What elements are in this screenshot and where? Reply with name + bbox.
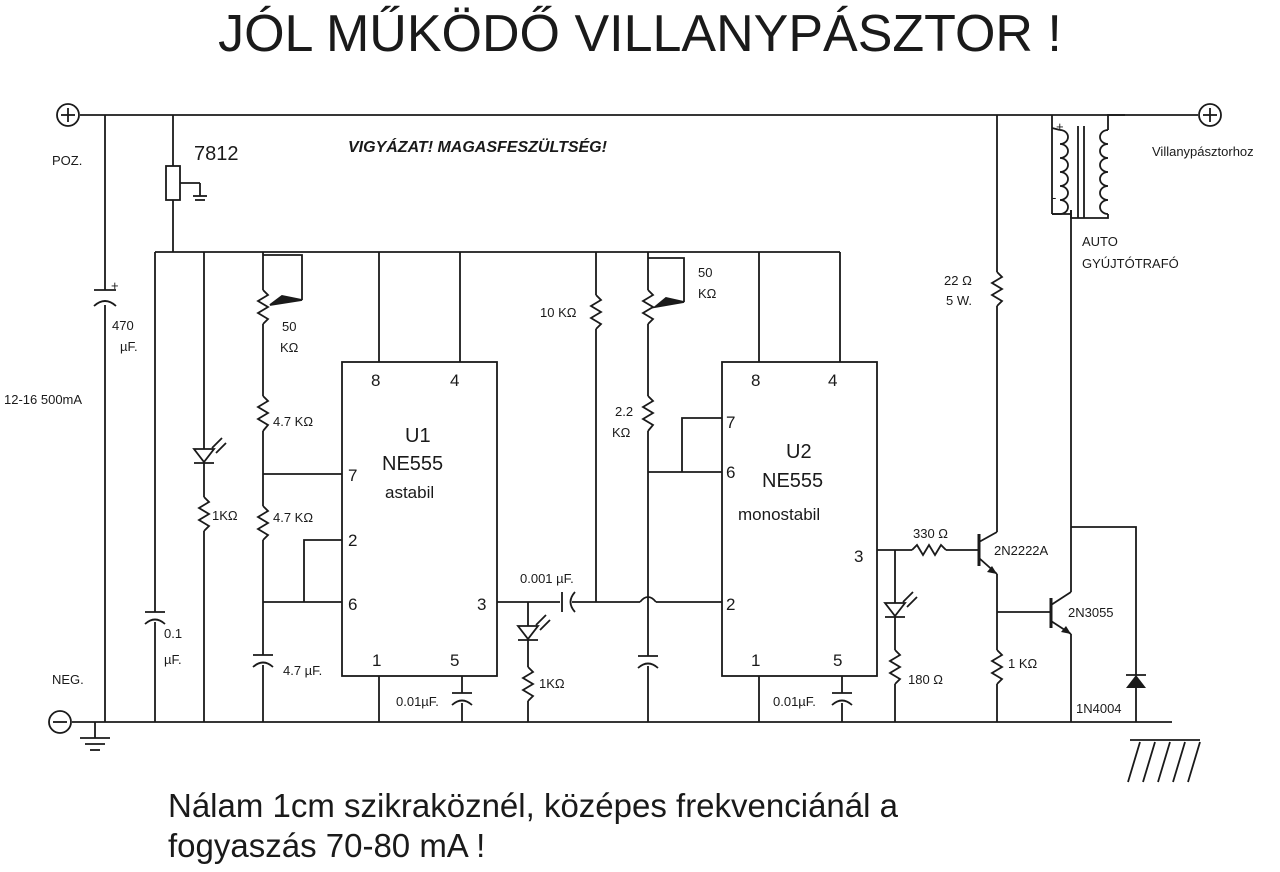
u1-chip: NE555 [382,453,443,475]
led-resistor [197,496,211,532]
svg-text:1: 1 [372,651,381,670]
regulator-label: 7812 [194,143,239,165]
emitter-resistor-label: 1 KΩ [1008,656,1038,671]
svg-text:2: 2 [726,595,735,614]
u2-ne555-chip [721,361,878,677]
left-cap-unit: µF. [164,652,182,667]
base-resistor [911,543,947,557]
collector-resistor-power: 5 W. [946,293,972,308]
transformer-name-1: AUTO [1082,234,1118,249]
svg-text:3: 3 [854,547,863,566]
diode-1n4004-icon [1126,674,1146,688]
footer-line-2: fogyaszás 70-80 mA ! [168,827,486,864]
transformer-name-2: GYÚJTÓTRAFÓ [1082,256,1179,271]
supply-rating: 12-16 500mA [4,392,82,407]
u1-ne555-chip [341,361,498,677]
input-cap-plus: + [111,278,119,293]
svg-text:7: 7 [726,413,735,432]
pulse-led-icon [516,614,551,641]
coupling-capacitor-icon [561,591,576,613]
svg-text:8: 8 [751,371,760,390]
led-resistor-label: 1KΩ [212,508,238,523]
transformer-minus: - [1052,190,1056,205]
pulse-led-resistor-label: 1KΩ [539,676,565,691]
u1-pot-value: 50 [282,319,296,334]
positive-terminal-icon [56,103,80,127]
svg-text:3: 3 [477,595,486,614]
input-cap-unit: µF. [120,339,138,354]
page-title: JÓL MŰKÖDŐ VILLANYPÁSZTOR ! [218,5,1062,63]
power-led-icon [192,437,227,464]
svg-text:6: 6 [726,463,735,482]
positive-label: POZ. [52,153,82,168]
ground-symbol-icon [80,722,110,751]
negative-terminal-icon [48,710,72,734]
collector-resistor-value: 22 Ω [944,273,972,288]
base-resistor-label: 330 Ω [913,526,948,541]
left-cap-value: 0.1 [164,626,182,641]
u1-pin5-cap-label: 0.01µF. [396,694,439,709]
svg-text:1: 1 [751,651,760,670]
u1-timing-capacitor-icon [252,654,274,668]
u1-pin5-capacitor-icon [451,692,473,706]
svg-text:4: 4 [450,371,459,390]
transformer-plus: + [1056,119,1064,134]
u1-timing-cap-label: 4.7 µF. [283,663,322,678]
u2-r1-value: 2.2 [615,404,633,419]
svg-text:5: 5 [450,651,459,670]
svg-text:7: 7 [348,466,357,485]
pullup-label: 10 KΩ [540,305,577,320]
u2-r1-unit: KΩ [612,425,631,440]
u2-potentiometer [641,289,655,325]
transistor-2n2222a-icon [977,531,998,575]
u2-pot-value: 50 [698,265,712,280]
output-led-icon [883,591,918,618]
input-cap-value: 470 [112,318,134,333]
emitter-resistor [990,649,1004,685]
u1-pot-unit: KΩ [280,340,299,355]
u1-r1-label: 4.7 KΩ [273,414,313,429]
pulse-led-resistor [521,666,535,702]
svg-text:4: 4 [828,371,837,390]
u1-potentiometer [256,289,270,325]
transistor1-label: 2N2222A [994,543,1049,558]
footer-line-1: Nálam 1cm szikraköznél, középes frekvenc… [168,787,898,824]
output-led-resistor-label: 180 Ω [908,672,943,687]
u2-chip: NE555 [762,470,823,492]
output-label: Villanypásztorhoz [1152,144,1254,159]
u1-name: U1 [405,425,431,447]
output-terminal-icon [1198,103,1222,127]
u1-resistor-1 [256,395,270,432]
u2-pin5-cap-label: 0.01µF. [773,694,816,709]
u2-resistor-1 [641,395,655,432]
pullup-resistor [589,294,603,330]
decoupling-capacitor-icon [144,611,166,625]
warning-text: VIGYÁZAT! MAGASFESZÜLTSÉG! [348,137,608,156]
negative-label: NEG. [52,672,84,687]
u1-mode: astabil [385,483,434,502]
u2-mode: monostabil [738,505,820,524]
diode-label: 1N4004 [1076,701,1122,716]
svg-text:6: 6 [348,595,357,614]
output-led-resistor [888,649,902,685]
svg-text:5: 5 [833,651,842,670]
svg-text:8: 8 [371,371,380,390]
svg-text:2: 2 [348,531,357,550]
earth-ground-icon [1127,739,1201,783]
u1-r2-label: 4.7 KΩ [273,510,313,525]
u2-name: U2 [786,441,812,463]
footer-note: Nálam 1cm szikraköznél, középes frekvenc… [168,786,898,866]
circuit-schematic: POZ. NEG. 12-16 500mA + 470 µF. 7812 VIG… [4,103,1254,783]
u2-pin5-capacitor-icon [831,692,853,706]
collector-resistor [990,271,1004,307]
transistor-2n3055-icon [1049,591,1072,635]
transistor2-label: 2N3055 [1068,605,1114,620]
input-capacitor-icon [93,289,117,307]
u2-timing-capacitor-icon [637,655,659,669]
u1-resistor-2 [256,505,270,541]
regulator-7812 [165,165,181,201]
u2-pot-unit: KΩ [698,286,717,301]
coupling-cap-label: 0.001 µF. [520,571,574,586]
